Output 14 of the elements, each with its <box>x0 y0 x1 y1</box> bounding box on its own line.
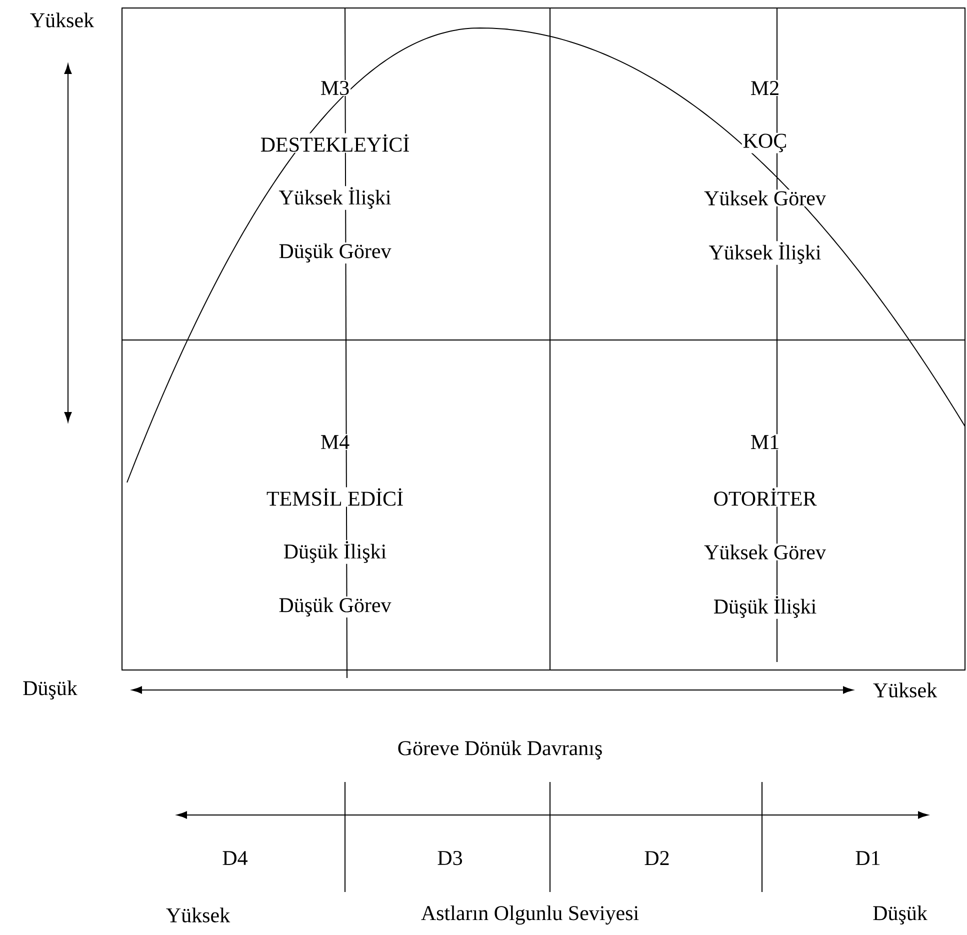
zone-label: D2 <box>644 851 669 865</box>
axis-title: Göreve Dönük Davranış <box>398 740 602 760</box>
zone-label: D1 <box>856 851 880 865</box>
axis-label: Yüksek <box>30 12 94 28</box>
axis-title: Astların Olgunlu Seviyesi <box>421 905 639 925</box>
zone-label: D3 <box>438 850 462 866</box>
zone-label: D4 <box>222 851 248 865</box>
quadrant-cell: M4 TEMSİL EDİCİ Düşük İlişki Düşük Görev <box>122 340 550 670</box>
axis-label: Yüksek <box>166 908 230 922</box>
axis-label: Düşük <box>873 906 928 925</box>
quadrant-cell: M1 OTORİTER Yüksek Görev Düşük İlişki <box>550 340 966 670</box>
axis-label: Düşük <box>23 680 78 700</box>
quadrant-cell: M2 KOÇ Yüksek Görev Yüksek İlişki <box>550 8 966 340</box>
quadrant-cell: M3 DESTEKLEYİCİ Yüksek İlişki Düşük Görev <box>122 8 550 340</box>
